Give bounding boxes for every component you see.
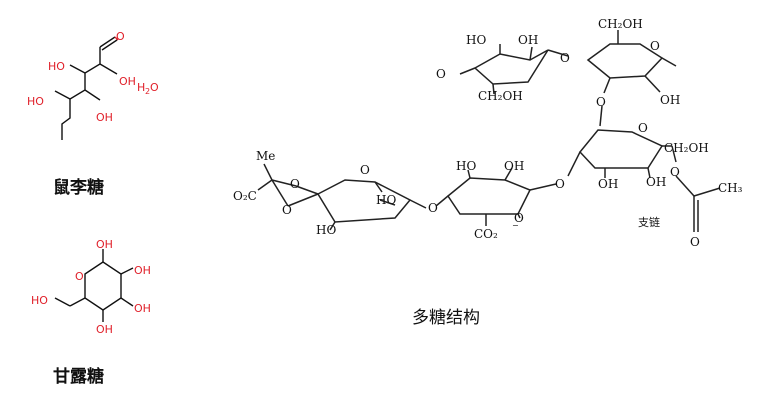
svg-text:CO₂: CO₂ — [474, 227, 498, 241]
svg-text:HO: HO — [456, 159, 476, 173]
svg-text:O: O — [514, 211, 524, 225]
svg-text:Me: Me — [256, 149, 275, 163]
svg-text:CH₂OH: CH₂OH — [664, 141, 709, 155]
rhamnose-oh-1: OH — [119, 75, 136, 88]
svg-text:O: O — [560, 51, 570, 65]
branch-label: 支链 — [638, 215, 660, 229]
polysaccharide-structure — [257, 30, 721, 232]
svg-text:O: O — [596, 95, 606, 109]
rhamnose-ho-2: HO — [48, 60, 65, 73]
svg-text:O: O — [690, 235, 700, 249]
mannose-oh-1: OH — [96, 238, 113, 251]
mannose-oh-3: OH — [134, 302, 151, 315]
svg-text:HO: HO — [316, 223, 336, 237]
caption-mannose: 甘露糖 — [53, 367, 104, 387]
caption-rhamnose: 鼠李糖 — [53, 178, 104, 198]
svg-text:CH₂OH: CH₂OH — [478, 89, 523, 103]
mannose-structure — [54, 249, 134, 322]
svg-text:O: O — [650, 39, 660, 53]
svg-text:O: O — [290, 177, 300, 191]
polysaccharide-labels: HO OH O O CH₂OH CH₂OH O OH O O CH₂OH OH … — [233, 17, 743, 249]
svg-text:O: O — [670, 165, 680, 179]
svg-text:O: O — [282, 203, 292, 217]
svg-text:HO: HO — [376, 193, 396, 207]
svg-text:O: O — [555, 177, 565, 191]
caption-polysaccharide: 多糖结构 — [412, 308, 480, 328]
mannose-ring-o: O — [75, 270, 84, 283]
rhamnose-aldehyde-o: O — [116, 30, 125, 43]
rhamnose-oh-3: OH — [96, 111, 113, 124]
svg-text:2: 2 — [145, 87, 150, 96]
svg-text:CH₂OH: CH₂OH — [598, 17, 643, 31]
svg-text:OH: OH — [598, 177, 618, 191]
mannose-oh-4: OH — [96, 323, 113, 336]
svg-text:O: O — [360, 163, 370, 177]
water-formula: H 2 O — [137, 81, 159, 96]
svg-text:−: − — [512, 221, 519, 230]
rhamnose-ho-4: HO — [27, 95, 44, 108]
svg-text:H: H — [137, 81, 145, 94]
svg-text:O: O — [638, 121, 648, 135]
svg-text:OH: OH — [518, 33, 538, 47]
svg-text:OH: OH — [504, 159, 524, 173]
mannose-oh-2: OH — [134, 264, 151, 277]
rhamnose-structure — [54, 36, 119, 140]
svg-text:OH: OH — [660, 93, 680, 107]
mannose-ho-6: HO — [31, 294, 48, 307]
svg-text:HO: HO — [466, 33, 486, 47]
svg-text:O₂C: O₂C — [233, 189, 257, 203]
svg-text:OH: OH — [646, 175, 666, 189]
svg-text:O: O — [428, 201, 438, 215]
svg-text:O: O — [436, 67, 446, 81]
svg-text:CH₃: CH₃ — [718, 181, 743, 195]
svg-text:O: O — [150, 81, 159, 94]
